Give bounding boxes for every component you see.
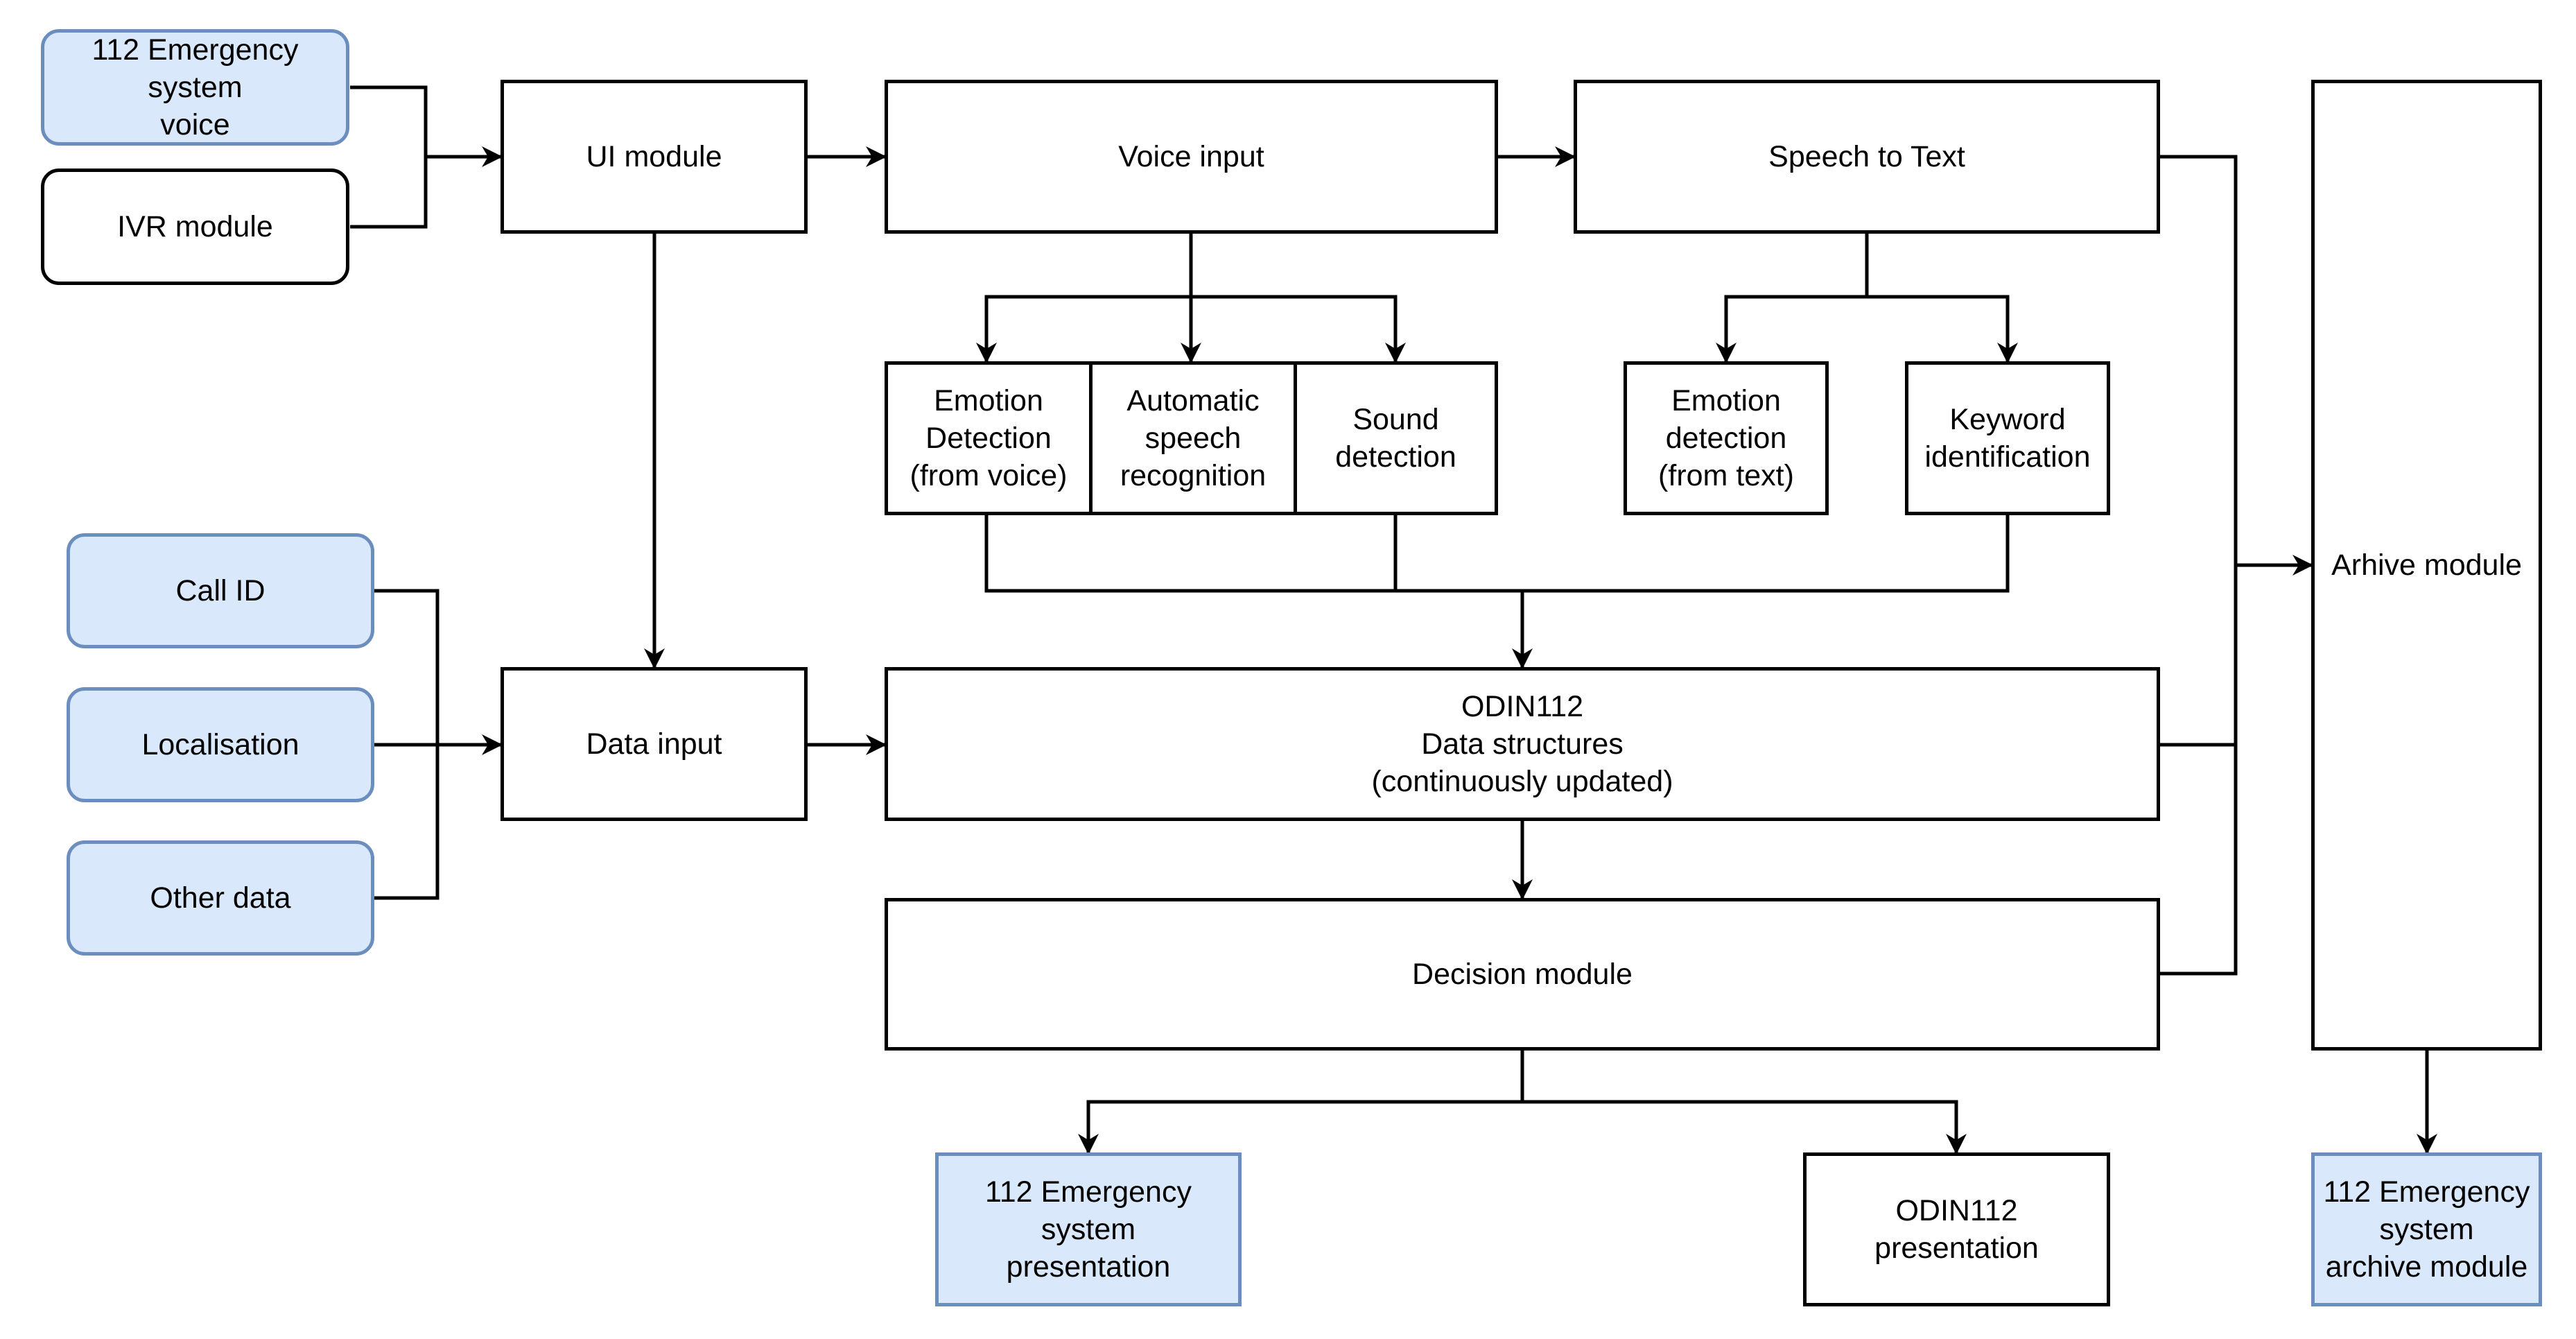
odin-presentation-node: ODIN112 presentation bbox=[1803, 1152, 2110, 1306]
connector-stt-to-keyword bbox=[1867, 295, 2018, 363]
voice-input-node: Voice input bbox=[885, 80, 1498, 234]
archive-module-label: Arhive module bbox=[2331, 548, 2522, 582]
emergency-archive-node: 112 Emergency system archive module bbox=[2311, 1152, 2542, 1306]
emergency-voice-node: 112 Emergency system voice bbox=[41, 29, 349, 146]
odin-presentation-label: ODIN112 presentation bbox=[1874, 1194, 2039, 1265]
other-data-node: Other data bbox=[67, 840, 374, 956]
data-input-node: Data input bbox=[501, 667, 808, 821]
call-id-node: Call ID bbox=[67, 533, 374, 648]
emergency-presentation-node: 112 Emergency system presentation bbox=[935, 1152, 1242, 1306]
emergency-voice-label: 112 Emergency system voice bbox=[92, 33, 299, 141]
odin-data-structures-label: ODIN112 Data structures (continuously up… bbox=[1371, 690, 1673, 798]
emotion-voice-node: Emotion Detection (from voice) bbox=[885, 361, 1089, 515]
ivr-module-label: IVR module bbox=[117, 210, 273, 243]
call-id-label: Call ID bbox=[175, 574, 266, 607]
keyword-node: Keyword identification bbox=[1905, 361, 2110, 515]
connector-archive-bus bbox=[2160, 155, 2238, 976]
connector-stt-to-emotion-text bbox=[1716, 234, 1869, 363]
ui-module-label: UI module bbox=[586, 140, 722, 173]
connector-decision-to-odin-presentation bbox=[1522, 1100, 1967, 1155]
other-data-label: Other data bbox=[150, 881, 291, 915]
sound-detection-node: Sound detection bbox=[1294, 361, 1498, 515]
data-input-label: Data input bbox=[586, 727, 722, 761]
connector-decision-to-presentations bbox=[1078, 1051, 1524, 1155]
asr-label: Automatic speech recognition bbox=[1120, 384, 1267, 492]
emotion-voice-label: Emotion Detection (from voice) bbox=[910, 384, 1068, 492]
connector-voice-input-to-sound bbox=[1191, 295, 1406, 363]
keyword-label: Keyword identification bbox=[1924, 403, 2091, 474]
archive-module-node: Arhive module bbox=[2311, 80, 2542, 1051]
emotion-text-label: Emotion detection (from text) bbox=[1658, 384, 1794, 492]
emergency-presentation-label: 112 Emergency system presentation bbox=[985, 1175, 1192, 1284]
localisation-label: Localisation bbox=[141, 728, 299, 761]
voice-input-label: Voice input bbox=[1118, 140, 1264, 173]
asr-node: Automatic speech recognition bbox=[1089, 361, 1294, 515]
ivr-module-node: IVR module bbox=[41, 169, 349, 285]
sound-detection-label: Sound detection bbox=[1335, 403, 1456, 474]
speech-to-text-label: Speech to Text bbox=[1768, 140, 1965, 173]
localisation-node: Localisation bbox=[67, 687, 374, 802]
decision-module-label: Decision module bbox=[1412, 958, 1633, 991]
connector-voice-input-to-emotion-voice bbox=[976, 234, 1193, 363]
odin-data-structures-node: ODIN112 Data structures (continuously up… bbox=[885, 667, 2160, 821]
connector-ivr-to-ui bbox=[350, 157, 428, 229]
connector-detectors-to-odin bbox=[984, 515, 2010, 593]
emotion-text-node: Emotion detection (from text) bbox=[1624, 361, 1829, 515]
emergency-archive-label: 112 Emergency system archive module bbox=[2323, 1175, 2530, 1284]
decision-module-node: Decision module bbox=[885, 898, 2160, 1051]
connector-voice-to-ui bbox=[350, 85, 503, 167]
ui-module-node: UI module bbox=[501, 80, 808, 234]
speech-to-text-node: Speech to Text bbox=[1574, 80, 2160, 234]
